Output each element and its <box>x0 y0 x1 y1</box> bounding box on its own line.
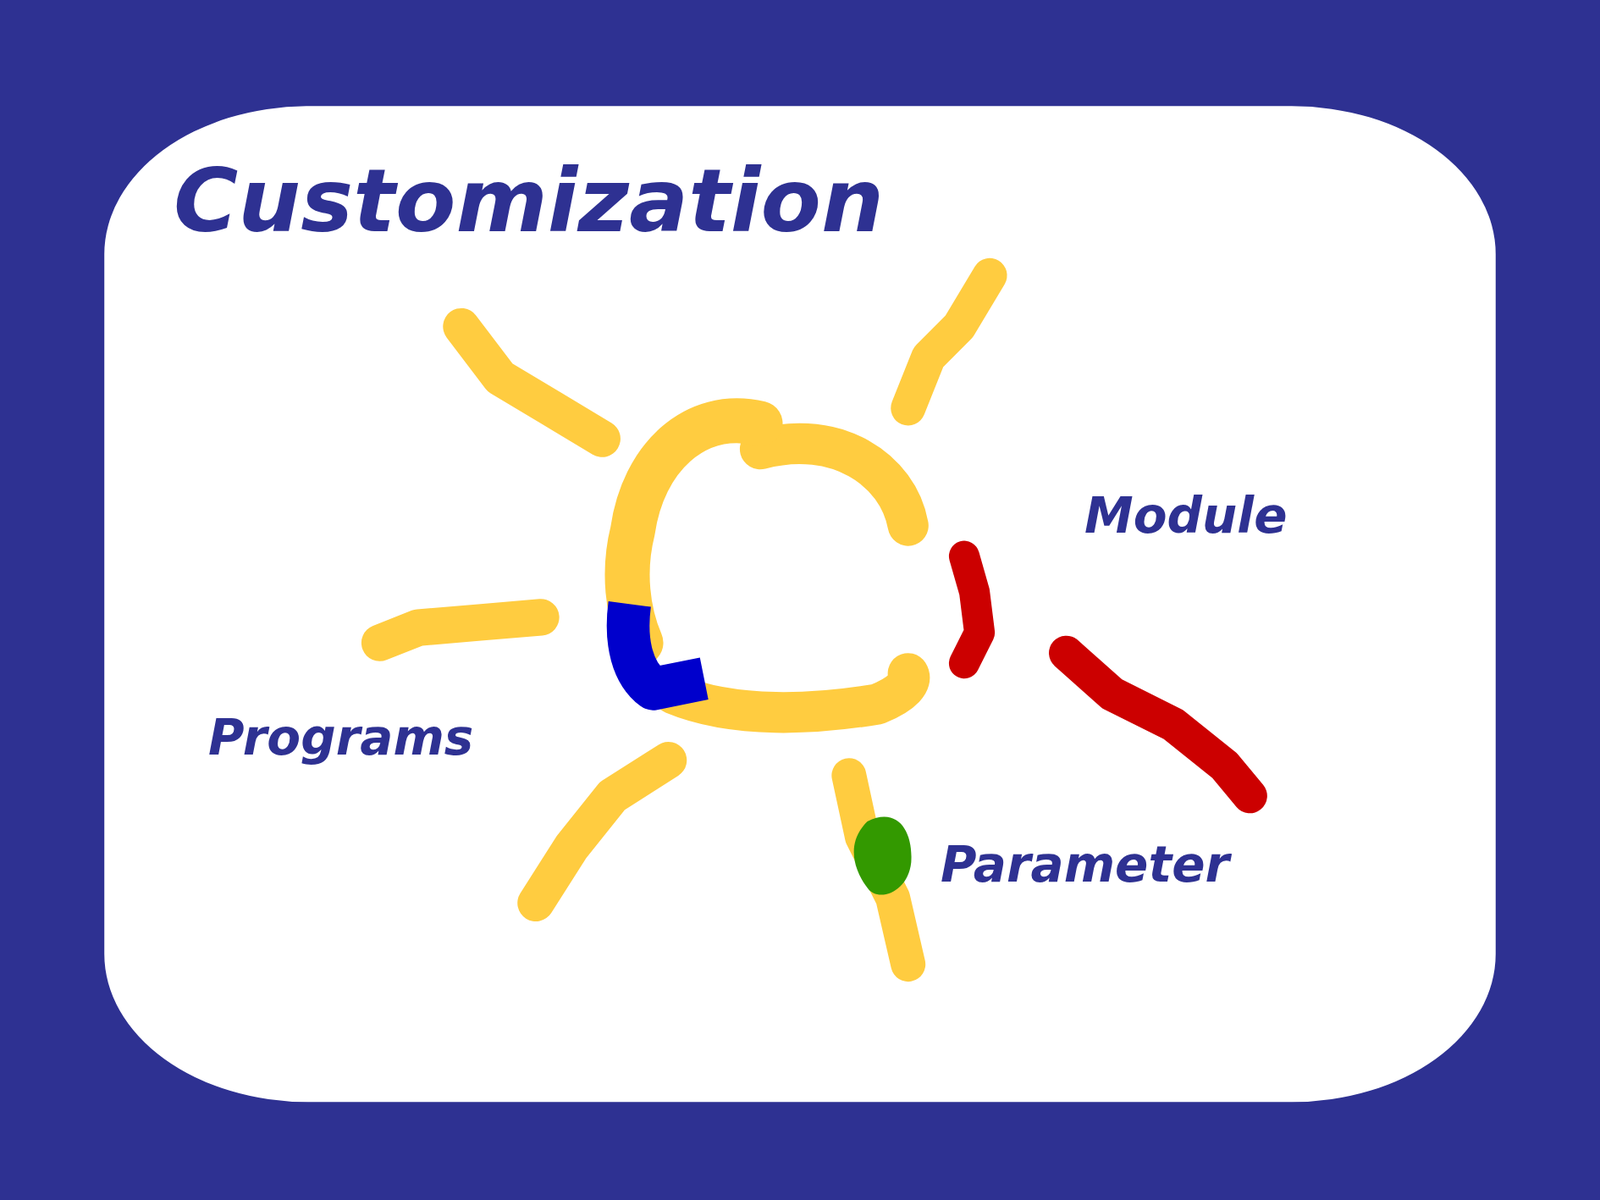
category-label: Module <box>1084 489 1288 544</box>
category-label: Programs <box>208 711 474 766</box>
red-segments <box>964 556 1250 796</box>
diagram-title: Customization <box>173 152 884 249</box>
sun-rays <box>380 275 991 964</box>
category-label: Parameter <box>940 838 1230 893</box>
blue-segment <box>628 603 705 689</box>
white-panel <box>104 105 1496 1102</box>
green-blob <box>854 816 912 895</box>
